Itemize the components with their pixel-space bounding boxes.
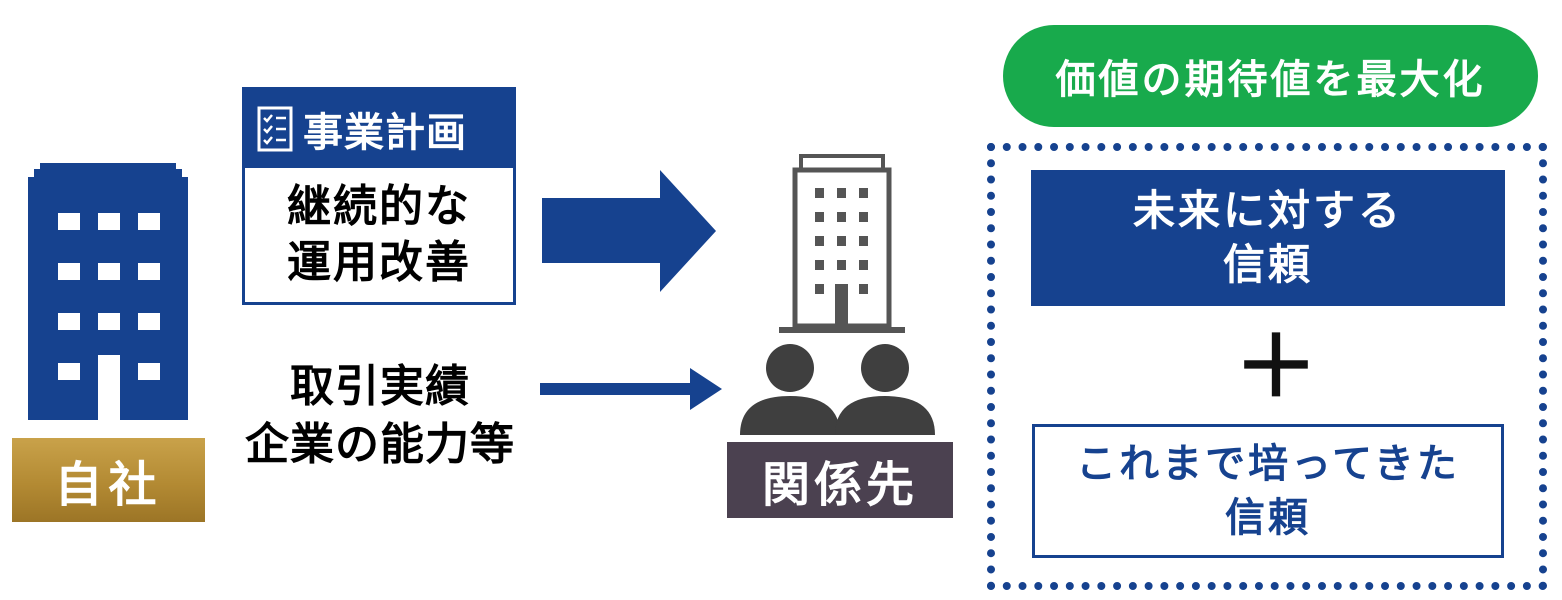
- business-plan-header: 事業計画: [245, 90, 513, 168]
- record-line-1: 取引実績: [290, 361, 470, 412]
- past-line-2: 信頼: [1225, 495, 1311, 541]
- future-trust-box: 未来に対する 信頼: [1031, 170, 1505, 306]
- related-parties-label: 関係先: [727, 442, 953, 518]
- right-arrow-icon: [542, 170, 716, 292]
- past-trust-box: これまで培ってきた 信頼: [1032, 424, 1504, 558]
- person-icon: [835, 344, 935, 435]
- dotted-frame: [987, 143, 1547, 590]
- building-icon: [28, 163, 188, 420]
- checklist-icon: [257, 106, 293, 152]
- plan-line-2: 運用改善: [287, 237, 471, 288]
- people-icon: [740, 344, 935, 435]
- business-plan-box: 事業計画 継続的な 運用改善: [242, 87, 516, 305]
- future-line-1: 未来に対する: [1132, 186, 1403, 235]
- transaction-record-text: 取引実績 企業の能力等: [230, 358, 530, 474]
- business-plan-title: 事業計画: [303, 110, 467, 156]
- right-arrow-icon: [540, 368, 722, 410]
- future-line-2: 信頼: [1222, 240, 1313, 289]
- record-line-2: 企業の能力等: [245, 419, 515, 470]
- goal-banner: 価値の期待値を最大化: [1003, 25, 1538, 127]
- office-building-icon: [779, 154, 905, 333]
- person-icon: [740, 344, 840, 435]
- plus-sign: ＋: [1234, 318, 1319, 416]
- business-plan-body: 継続的な 運用改善: [245, 168, 513, 302]
- past-line-1: これまで培ってきた: [1076, 441, 1460, 487]
- own-company-label: 自社: [12, 438, 205, 522]
- plan-line-1: 継続的な: [287, 181, 471, 232]
